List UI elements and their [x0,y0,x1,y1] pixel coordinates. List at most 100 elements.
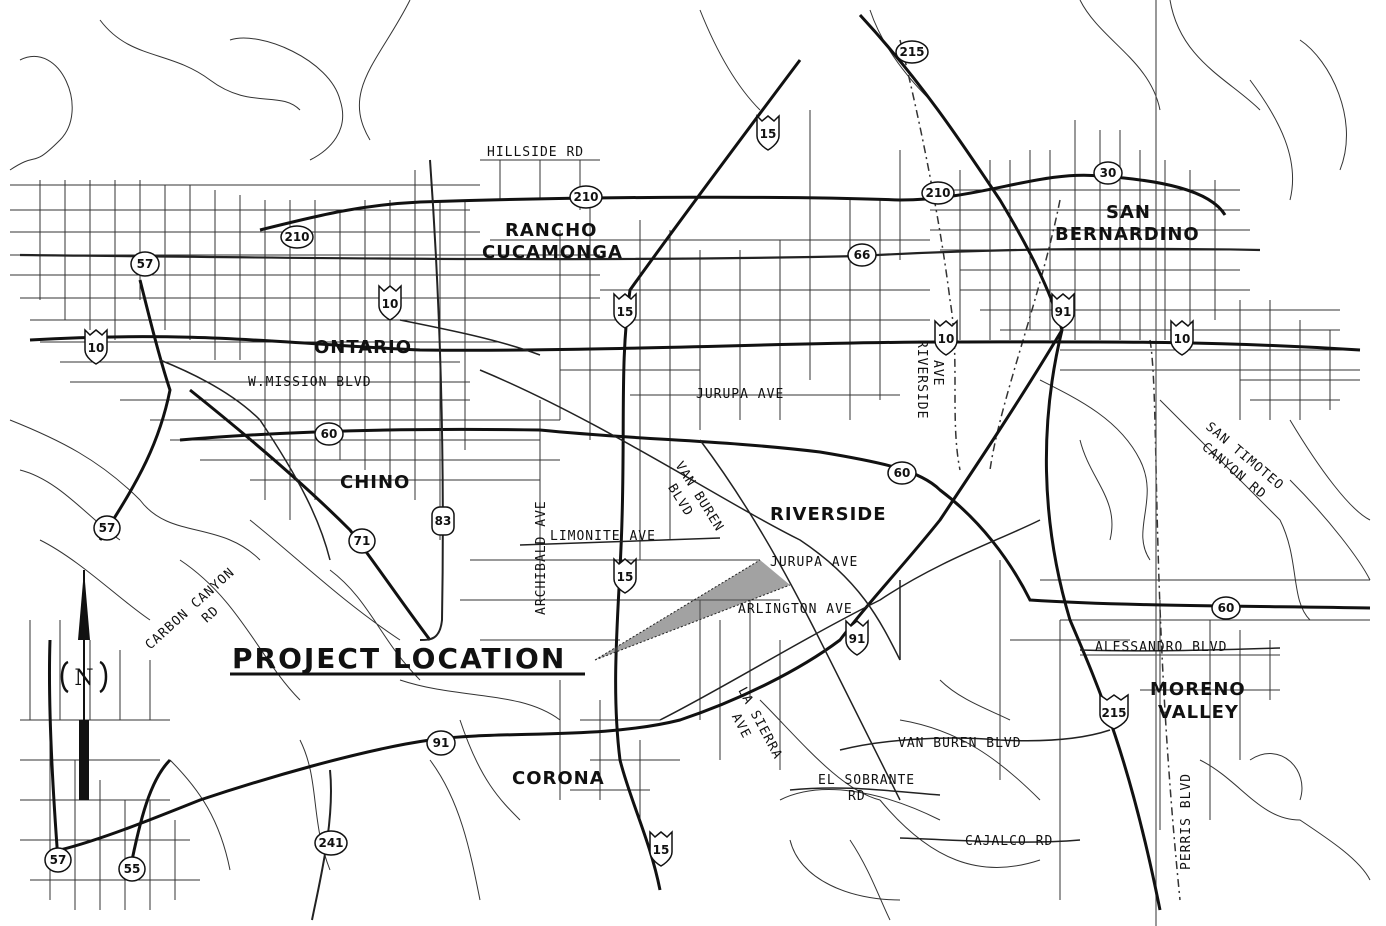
shield-i15-b-label: 15 [653,843,670,857]
project-pointer-edge [594,559,791,661]
shield-r91-n: 91 [1051,292,1075,329]
city-corona: CORONA [512,768,605,789]
shield-r83: 83 [431,506,455,536]
shield-r60-c-label: 60 [894,466,911,480]
road-archibald: ARCHIBALD AVE [534,500,549,615]
shield-i15-s-label: 15 [617,570,634,584]
road-van-buren-s: VAN BUREN BLVD [898,736,1022,751]
shield-r57-n-label: 57 [137,257,154,271]
city-ontario: ONTARIO [314,337,412,358]
shield-r30: 30 [1093,161,1123,185]
shield-r210-w: 210 [280,225,314,249]
city-mv-line1: MORENO [1150,679,1246,700]
shield-i15-c: 15 [613,292,637,329]
shield-i215-n: 215 [895,40,929,64]
shield-i10-e2-label: 10 [1174,332,1191,346]
road-carbon-canyon-1: CARBON CANYON [143,565,238,653]
road-san-timoteo: SAN TIMOTEO CANYON RD [1199,420,1287,503]
road-alessandro: ALESSANDRO BLVD [1095,640,1227,655]
project-location-label: PROJECT LOCATION [232,642,566,675]
shield-r91-c: 91 [845,619,869,656]
shield-r57-n: 57 [130,251,160,277]
shield-i10-w-label: 10 [88,341,105,355]
road-hillside: HILLSIDE RD [487,145,584,160]
project-pointer [595,560,790,660]
shield-r55-label: 55 [124,862,141,876]
road-perris-text: PERRIS BLVD [1179,773,1194,870]
road-el-sobrante-2: RD [848,789,866,804]
shield-r91-n-label: 91 [1055,305,1072,319]
city-chino: CHINO [340,472,410,493]
shield-i10-e2: 10 [1170,319,1194,356]
shield-r30-label: 30 [1100,166,1117,180]
city-rancho-cucamonga: RANCHO CUCAMONGA [482,220,623,263]
shield-r60-c: 60 [887,461,917,485]
shield-r71-label: 71 [354,534,371,548]
shield-r55: 55 [118,856,146,882]
shield-i10-w: 10 [84,328,108,365]
road-el-sobrante: EL SOBRANTE RD [818,773,924,804]
shield-r210-c: 210 [569,185,603,209]
shield-r91-c-label: 91 [849,632,866,646]
shield-i15-s: 15 [613,557,637,594]
highway-shields: 215 15 30 210 210 210 57 66 [44,40,1241,882]
shield-i10-c-label: 10 [382,297,399,311]
road-arlington: ARLINGTON AVE [738,602,853,617]
shield-r57-b: 57 [44,847,72,873]
road-la-sierra: LA SIERRA AVE [728,685,785,762]
shield-i15-n: 15 [756,114,780,151]
shield-r57-s-label: 57 [99,521,116,535]
shield-r210-w-label: 210 [284,230,309,244]
shield-r210-e: 210 [921,181,955,205]
city-sb-line1: SAN [1106,202,1151,223]
shield-r60-e-label: 60 [1218,601,1235,615]
shield-i15-n-label: 15 [760,127,777,141]
freeways [19,13,1371,921]
street-grid [9,0,1371,926]
city-san-bernardino: SAN BERNARDINO [1055,202,1200,245]
shield-r66-label: 66 [854,248,871,262]
road-riverside-ave-2: AVE [930,360,945,386]
city-rancho-line1: RANCHO [505,220,597,241]
road-jurupa-s: JURUPA AVE [770,555,858,570]
north-label: N [74,666,93,691]
shield-i15-b: 15 [649,830,673,867]
north-arrow: N [60,570,108,800]
shield-r91-w: 91 [426,730,456,756]
city-sb-line2: BERNARDINO [1055,224,1200,245]
city-riverside: RIVERSIDE [770,504,887,525]
shield-r210-c-label: 210 [573,190,598,204]
city-labels: RANCHO CUCAMONGA SAN BERNARDINO ONTARIO … [314,202,1253,789]
shield-i10-e1: 10 [934,319,958,356]
shield-i215-n-label: 215 [899,45,924,59]
road-limonite: LIMONITE AVE [550,529,656,544]
road-jurupa-n: JURUPA AVE [696,387,784,402]
shield-r60-w-label: 60 [321,427,338,441]
road-van-buren-n: VAN BUREN BLVD [664,459,726,534]
shield-i215-s: 215 [1099,693,1129,730]
road-labels: HILLSIDE RD W.MISSION BLVD JURUPA AVE RI… [143,145,1287,870]
shield-r210-e-label: 210 [925,186,950,200]
shield-r241-label: 241 [318,836,343,850]
shield-r83-label: 83 [435,514,452,528]
road-riverside-ave: RIVERSIDE AVE [914,340,945,419]
road-perris: PERRIS BLVD [1179,773,1194,870]
road-archibald-text: ARCHIBALD AVE [534,500,549,615]
city-moreno-valley: MORENO VALLEY [1150,679,1253,723]
shield-r60-w: 60 [314,422,344,446]
city-rancho-line2: CUCAMONGA [482,242,623,263]
shield-r71: 71 [348,528,376,554]
road-riverside-ave-1: RIVERSIDE [914,340,929,419]
shield-r91-w-label: 91 [433,736,450,750]
shield-r66: 66 [847,243,877,267]
shield-r241: 241 [314,830,348,856]
road-cajalco: CAJALCO RD [965,834,1053,849]
city-mv-line2: VALLEY [1158,702,1239,723]
road-mission: W.MISSION BLVD [248,375,372,390]
shield-i10-c: 10 [378,284,402,321]
shield-r57-s: 57 [93,515,121,541]
road-el-sobrante-1: EL SOBRANTE [818,773,915,788]
shield-r60-e: 60 [1211,596,1241,620]
shield-r57-b-label: 57 [50,853,67,867]
